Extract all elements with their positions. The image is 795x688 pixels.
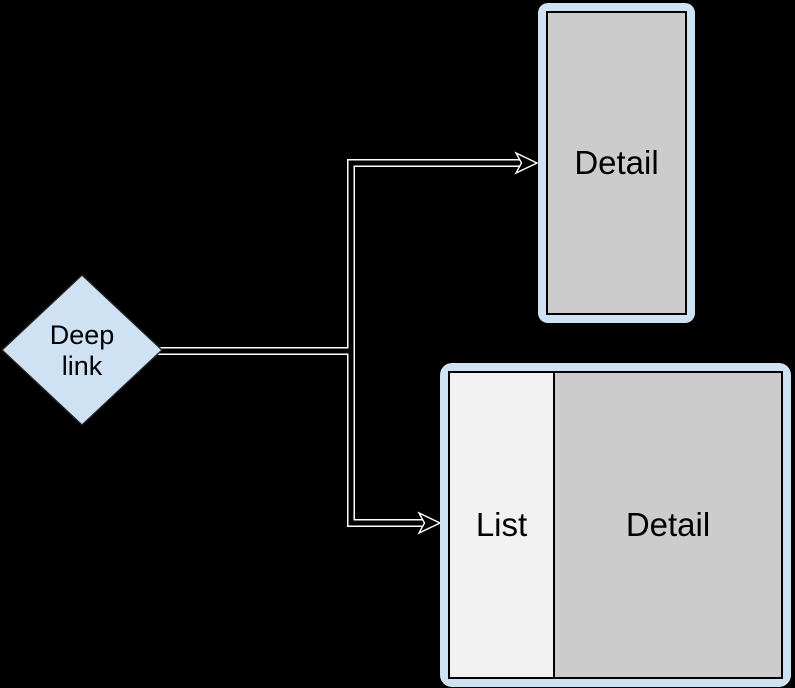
tablet-frame: List Detail	[440, 363, 791, 687]
tablet-list-label: List	[475, 506, 528, 543]
tablet-screen: List Detail	[448, 371, 783, 679]
tablet-list-pane: List	[450, 373, 555, 677]
tablet-detail-label: Detail	[625, 506, 711, 543]
arrowhead-bottom-icon	[417, 511, 442, 535]
connector-branch	[348, 160, 520, 526]
deep-link-label: Deep link	[12, 320, 152, 382]
deep-link-diamond	[0, 274, 164, 426]
phone-frame: Detail	[538, 3, 695, 323]
tablet-detail-pane: Detail	[555, 373, 781, 677]
deep-link-label-line2: link	[61, 351, 103, 381]
phone-detail-label: Detail	[574, 144, 659, 181]
arrowhead-top-icon	[514, 151, 539, 175]
deep-link-label-line1: Deep	[49, 320, 115, 350]
phone-detail-screen: Detail	[546, 11, 687, 315]
